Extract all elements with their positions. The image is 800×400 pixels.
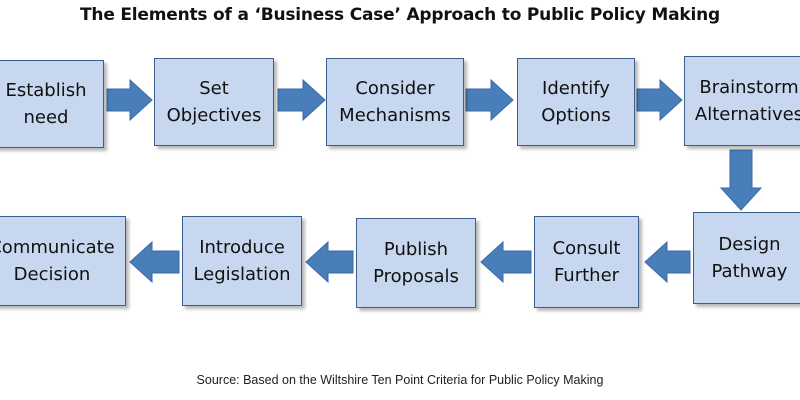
- source-note: Source: Based on the Wiltshire Ten Point…: [196, 373, 604, 387]
- arrow-set-objectives-to-consider-mechanisms: [277, 78, 326, 122]
- arrow-establish-need-to-set-objectives: [106, 78, 153, 122]
- arrow-design-pathway-to-consult-further: [644, 240, 691, 284]
- arrow-brainstorm-alternatives-to-design-pathway: [719, 149, 763, 211]
- arrow-consider-mechanisms-to-identify-options: [465, 78, 514, 122]
- arrow-consult-further-to-publish-proposals: [480, 240, 532, 284]
- arrow-identify-options-to-brainstorm-alternatives: [636, 78, 683, 122]
- diagram-title: The Elements of a ‘Business Case’ Approa…: [80, 5, 720, 25]
- arrow-introduce-legislation-to-communicate-decision: [129, 240, 180, 284]
- arrow-publish-proposals-to-introduce-legislation: [305, 240, 354, 284]
